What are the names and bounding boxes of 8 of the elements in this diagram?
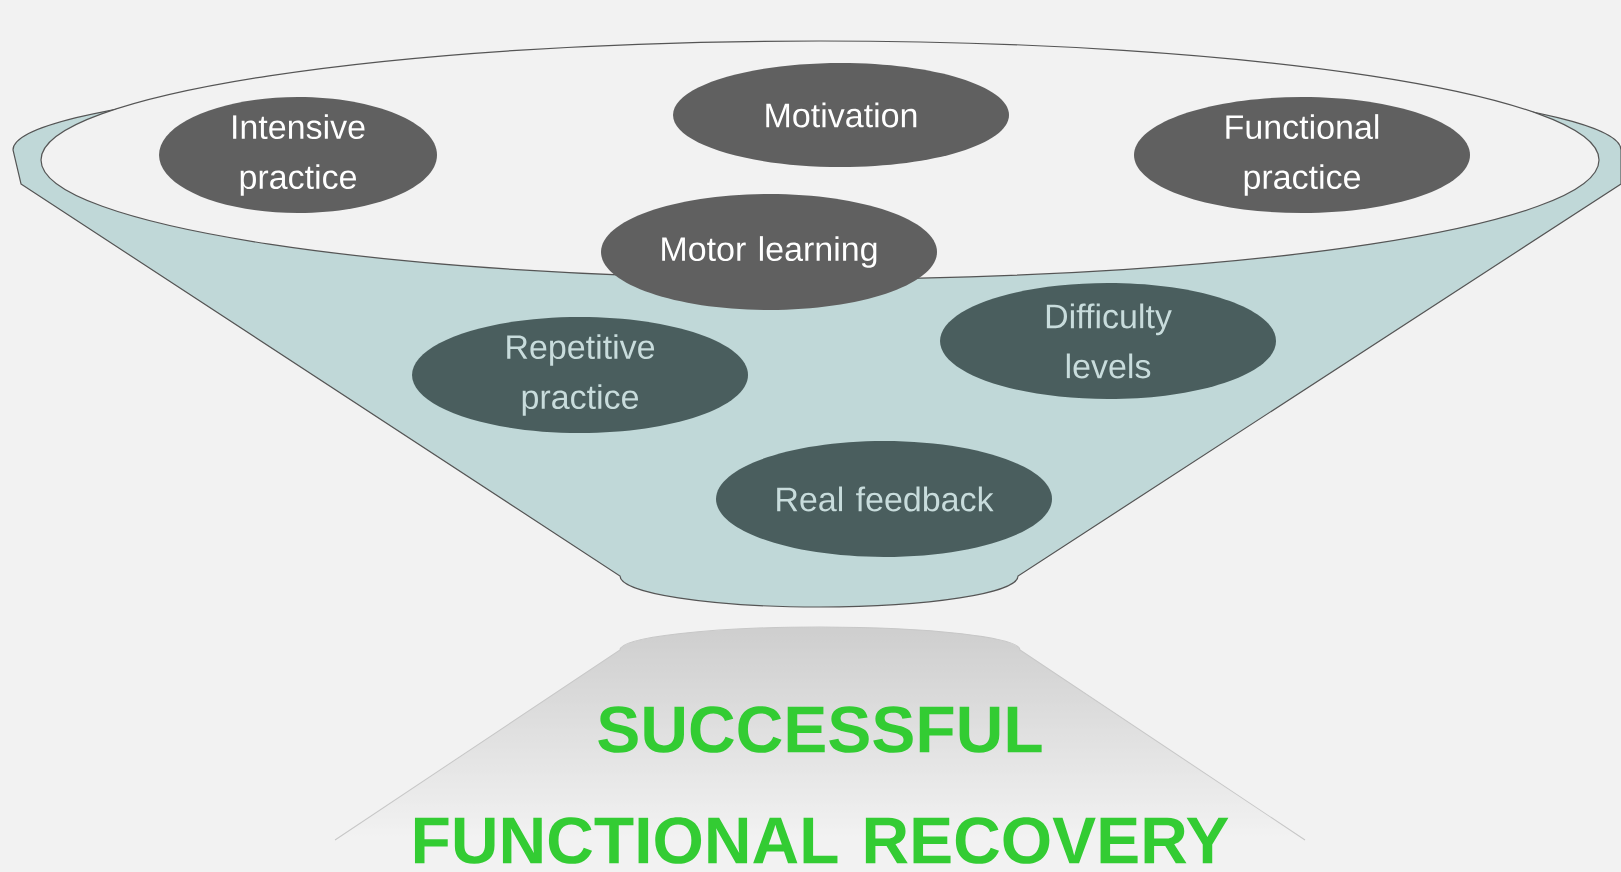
ellipse-bubble: Real feedback: [716, 441, 1052, 557]
ellipse-bubble: Difficulty levels: [940, 283, 1276, 399]
ellipse-bubble: Repetitive practice: [412, 317, 748, 433]
ellipse-bubble: Motivation: [673, 63, 1009, 167]
result-text: SUCCESSFUL FUNCTIONAL RECOVERY: [414, 706, 1229, 864]
ellipse-bubble: Functional practice: [1134, 97, 1470, 213]
ellipse-bubble: Intensive practice: [159, 97, 437, 213]
ellipse-bubble: Motor learning: [601, 194, 937, 310]
